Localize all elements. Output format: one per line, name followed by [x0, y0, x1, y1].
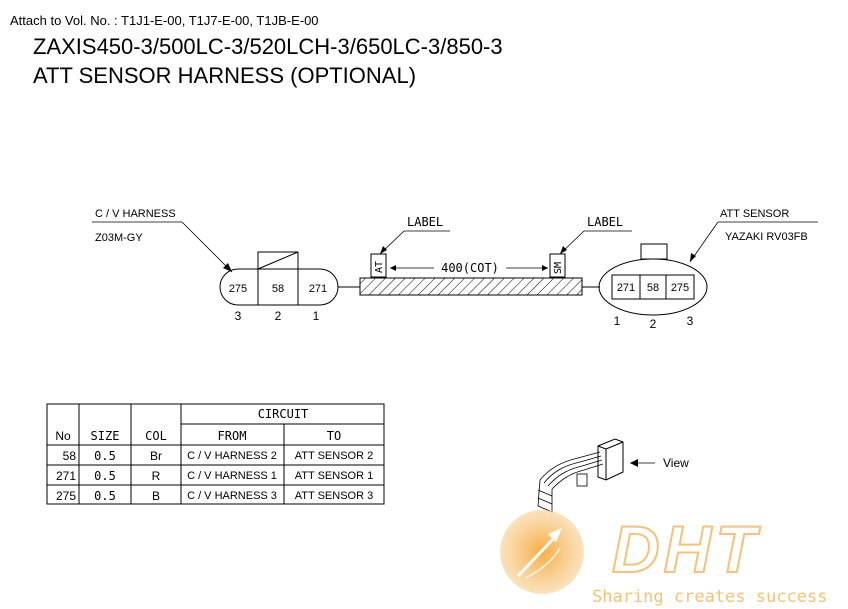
- right-cell-2: 58: [647, 282, 659, 294]
- left-cell-2: 58: [272, 283, 284, 295]
- right-cell-1: 271: [617, 282, 635, 294]
- left-connector-latch: [257, 251, 299, 270]
- circuit-table: No SIZE COL CIRCUIT FROM TO 58 0.5 Br C …: [46, 403, 385, 505]
- table-row: 275 0.5 B C / V HARNESS 3 ATT SENSOR 3: [56, 489, 373, 503]
- label-left-title: LABEL: [407, 215, 443, 229]
- right-pin-3: 3: [687, 314, 694, 328]
- label-tag-right: [549, 253, 566, 278]
- label-right-title: LABEL: [587, 215, 623, 229]
- row-to: ATT SENSOR 1: [295, 470, 373, 482]
- model-line: ZAXIS450-3/500LC-3/520LCH-3/650LC-3/850-…: [33, 34, 503, 59]
- header-to: TO: [327, 429, 341, 443]
- right-connector-part: YAZAKI RV03FB: [725, 231, 808, 243]
- right-pin-2: 2: [650, 317, 657, 331]
- cable: 400(COT) AT LABEL SM LABEL: [338, 215, 632, 296]
- right-cell-3: 275: [671, 282, 689, 294]
- left-cell-3: 271: [309, 283, 327, 295]
- connector-view-sketch: View: [537, 438, 689, 513]
- header-size: SIZE: [91, 429, 120, 443]
- row-no: 271: [56, 469, 76, 483]
- watermark: DHT Sharing creates success: [500, 510, 827, 607]
- left-connector-name: C / V HARNESS: [95, 208, 176, 220]
- row-no: 275: [56, 489, 76, 503]
- header-from: FROM: [218, 429, 247, 443]
- label-tag-left-text: AT: [374, 261, 385, 273]
- page-title: ATT SENSOR HARNESS (OPTIONAL): [33, 63, 416, 88]
- header-no: No: [55, 429, 71, 443]
- header-circuit: CIRCUIT: [258, 407, 309, 421]
- right-connector-name: ATT SENSOR: [720, 208, 789, 220]
- row-col: Br: [150, 449, 162, 463]
- left-pin-2: 2: [275, 309, 282, 323]
- header-col: COL: [145, 429, 167, 443]
- right-connector: 271 58 275 1 2 3 ATT SENSOR YAZAKI RV03F…: [598, 208, 818, 331]
- right-pin-1: 1: [614, 314, 621, 328]
- left-pin-1: 3: [235, 309, 242, 323]
- row-to: ATT SENSOR 3: [295, 490, 373, 502]
- watermark-tagline: Sharing creates success: [592, 587, 827, 607]
- table-row: 271 0.5 R C / V HARNESS 1 ATT SENSOR 1: [56, 469, 373, 483]
- cable-body: [359, 277, 583, 296]
- left-connector-body: [219, 268, 339, 306]
- label-tag-left: [370, 253, 387, 278]
- label-tag-right-text: SM: [553, 262, 564, 274]
- row-no: 58: [63, 449, 77, 463]
- watermark-logo-text: DHT: [612, 512, 760, 586]
- row-size: 0.5: [94, 449, 116, 463]
- left-connector: C / V HARNESS Z03M-GY 275 58 271 3 2 1: [92, 208, 339, 323]
- row-from: C / V HARNESS 1: [187, 470, 277, 482]
- cable-length-label: 400(COT): [441, 261, 499, 275]
- row-size: 0.5: [94, 489, 116, 503]
- left-cell-1: 275: [229, 283, 247, 295]
- row-to: ATT SENSOR 2: [295, 450, 373, 462]
- left-connector-part: Z03M-GY: [95, 232, 143, 244]
- row-size: 0.5: [94, 469, 116, 483]
- row-from: C / V HARNESS 2: [187, 450, 277, 462]
- table-row: 58 0.5 Br C / V HARNESS 2 ATT SENSOR 2: [63, 449, 374, 463]
- row-col: B: [152, 489, 160, 503]
- row-from: C / V HARNESS 3: [187, 490, 277, 502]
- left-pin-3: 1: [313, 309, 320, 323]
- right-connector-latch: [640, 243, 668, 260]
- attach-note: Attach to Vol. No. : T1J1-E-00, T1J7-E-0…: [10, 13, 319, 28]
- view-label: View: [663, 456, 689, 470]
- row-col: R: [152, 469, 161, 483]
